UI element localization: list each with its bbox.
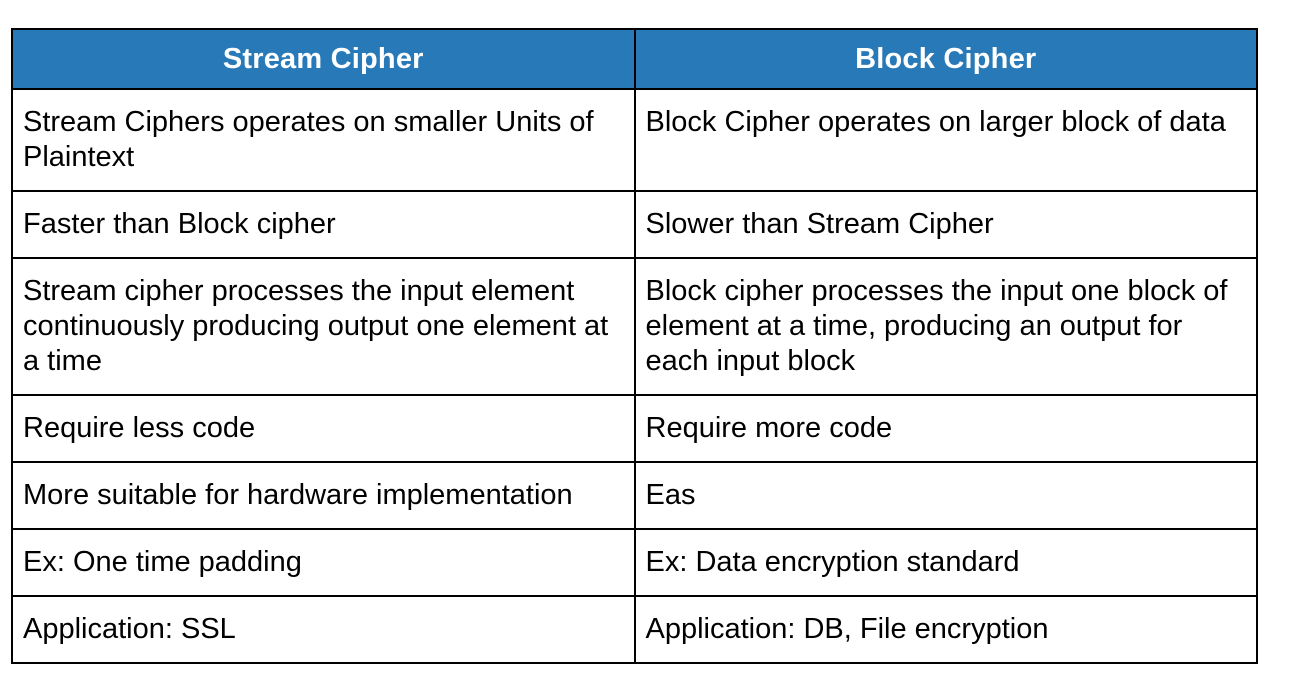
- table-cell: More suitable for hardware implementatio…: [11, 461, 636, 530]
- table-cell: Ex: One time padding: [11, 528, 636, 597]
- table-cell: Faster than Block cipher: [11, 190, 636, 259]
- cipher-comparison-table: Stream Cipher Block Cipher Stream Cipher…: [11, 28, 1258, 664]
- table-cell: Block Cipher operates on larger block of…: [633, 88, 1258, 192]
- table-cell: Application: DB, File encryption: [633, 595, 1258, 664]
- table-row-speed: Faster than Block cipher Slower than Str…: [11, 190, 1258, 259]
- header-row: Stream Cipher Block Cipher: [11, 28, 1258, 90]
- table-row-processing: Stream cipher processes the input elemen…: [11, 257, 1258, 396]
- table-cell: Stream Ciphers operates on smaller Units…: [11, 88, 636, 192]
- table-cell: Ex: Data encryption standard: [633, 528, 1258, 597]
- column-header-block-cipher: Block Cipher: [633, 28, 1258, 90]
- table-header: Stream Cipher Block Cipher: [11, 28, 1258, 90]
- table-cell: Require more code: [633, 394, 1258, 463]
- table-cell: Eas: [633, 461, 1258, 530]
- table-row-code: Require less code Require more code: [11, 394, 1258, 463]
- table-row-application: Application: SSL Application: DB, File e…: [11, 595, 1258, 664]
- table-cell: Block cipher processes the input one blo…: [633, 257, 1258, 396]
- column-header-stream-cipher: Stream Cipher: [11, 28, 636, 90]
- table-cell: Stream cipher processes the input elemen…: [11, 257, 636, 396]
- table-row-example: Ex: One time padding Ex: Data encryption…: [11, 528, 1258, 597]
- table-cell: Require less code: [11, 394, 636, 463]
- table-body: Stream Ciphers operates on smaller Units…: [11, 88, 1258, 664]
- table-row-suitability: More suitable for hardware implementatio…: [11, 461, 1258, 530]
- table-cell: Application: SSL: [11, 595, 636, 664]
- table-cell: Slower than Stream Cipher: [633, 190, 1258, 259]
- table-row-units: Stream Ciphers operates on smaller Units…: [11, 88, 1258, 192]
